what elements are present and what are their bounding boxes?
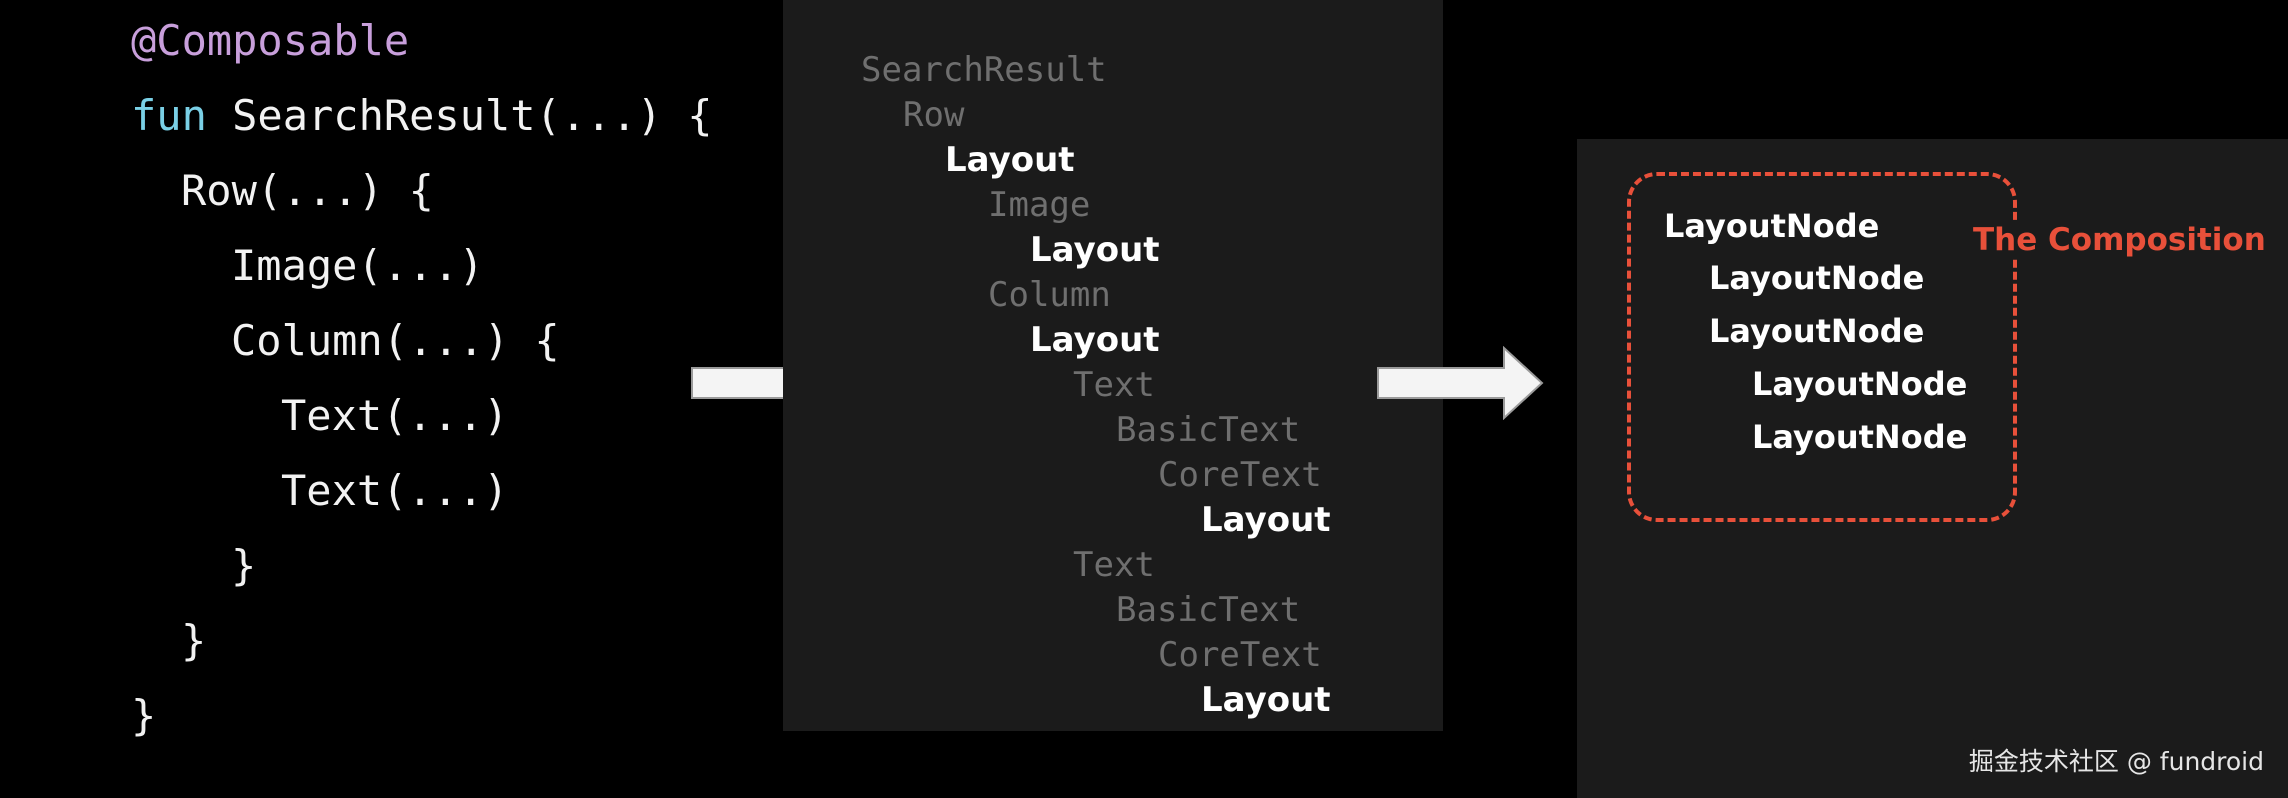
tree-item-coretext: CoreText — [1158, 635, 1322, 675]
tree-item-text: Text — [1073, 545, 1155, 585]
code-panel: @Composable fun SearchResult(...) { Row(… — [0, 0, 780, 798]
text-call-2: Text(...) — [281, 466, 509, 515]
function-signature: SearchResult(...) { — [206, 91, 713, 140]
tree-item-layout: Layout — [1030, 230, 1160, 270]
tree-item-searchresult: SearchResult — [861, 50, 1107, 90]
tree-item-layout: Layout — [1201, 680, 1331, 720]
function-declaration: fun SearchResult(...) { — [131, 88, 713, 144]
column-call: Column(...) { — [231, 316, 560, 365]
watermark: 掘金技术社区 @ fundroid — [1968, 747, 2264, 776]
fun-keyword: fun — [131, 91, 207, 140]
tree-item-column: Column — [988, 275, 1111, 315]
tree-item-coretext: CoreText — [1158, 455, 1322, 495]
layout-node: LayoutNode — [1709, 259, 1925, 297]
composition-label: The Composition — [1967, 222, 2272, 258]
composable-annotation: @Composable — [131, 16, 410, 65]
image-call: Image(...) — [231, 241, 484, 290]
composition-panel: LayoutNode LayoutNode LayoutNode LayoutN… — [1577, 139, 2288, 798]
tree-item-row: Row — [903, 95, 965, 135]
right-arrow-icon — [1377, 346, 1544, 420]
row-closing-brace: } — [181, 616, 207, 665]
function-closing-brace: } — [131, 691, 157, 740]
tree-item-text: Text — [1073, 365, 1155, 405]
tree-item-layout: Layout — [1030, 320, 1160, 360]
row-call: Row(...) { — [181, 166, 434, 215]
tree-item-layout: Layout — [945, 140, 1075, 180]
layout-node: LayoutNode — [1752, 418, 1968, 456]
layout-node: LayoutNode — [1752, 365, 1968, 403]
column-closing-brace: } — [231, 541, 257, 590]
layout-node: LayoutNode — [1709, 312, 1925, 350]
call-tree-panel: SearchResult Row Layout Image Layout Col… — [783, 0, 1443, 731]
tree-item-basictext: BasicText — [1116, 410, 1301, 450]
composition-boundary — [1627, 172, 2017, 522]
layout-node: LayoutNode — [1664, 207, 1880, 245]
text-call-1: Text(...) — [281, 391, 509, 440]
tree-item-layout: Layout — [1201, 500, 1331, 540]
tree-item-image: Image — [988, 185, 1091, 225]
tree-item-basictext: BasicText — [1116, 590, 1301, 630]
